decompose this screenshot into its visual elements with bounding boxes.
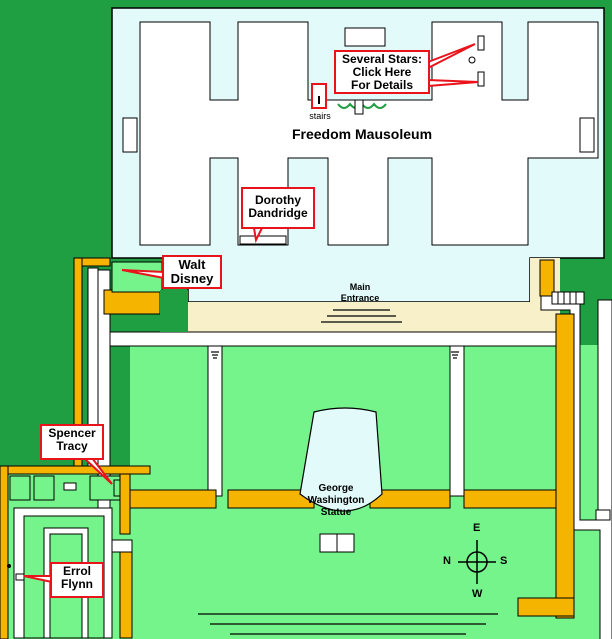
compass-west: W: [472, 588, 483, 600]
entrance-apron: [188, 302, 530, 332]
callout-pointers: [23, 43, 479, 583]
walkways: [97, 269, 612, 639]
callout-spencer-tracy[interactable]: Spencer Tracy: [40, 424, 104, 460]
statue-label: George Washington Statue: [307, 483, 365, 518]
callout-walt-disney[interactable]: Walt Disney: [162, 255, 222, 289]
entrance-steps: [321, 309, 402, 323]
west-window: [122, 117, 138, 153]
callout-dorothy-dandridge[interactable]: Dorothy Dandridge: [241, 187, 315, 229]
compass-north: N: [443, 555, 451, 567]
callout-several-stars[interactable]: Several Stars: Click Here For Details: [334, 50, 430, 94]
east-window: [579, 117, 595, 153]
building-name: Freedom Mausoleum: [291, 126, 433, 142]
statue-icon: [299, 407, 383, 512]
orange-paths: [0, 257, 575, 639]
callout-errol-flynn[interactable]: Errol Flynn: [50, 562, 104, 598]
compass-icon: [458, 540, 496, 584]
north-window: [344, 27, 386, 47]
compass-east: E: [473, 522, 481, 534]
main-entrance-label: Main Entrance: [340, 282, 380, 303]
compass-south: S: [500, 555, 508, 567]
stairs-label: stairs: [309, 111, 331, 121]
